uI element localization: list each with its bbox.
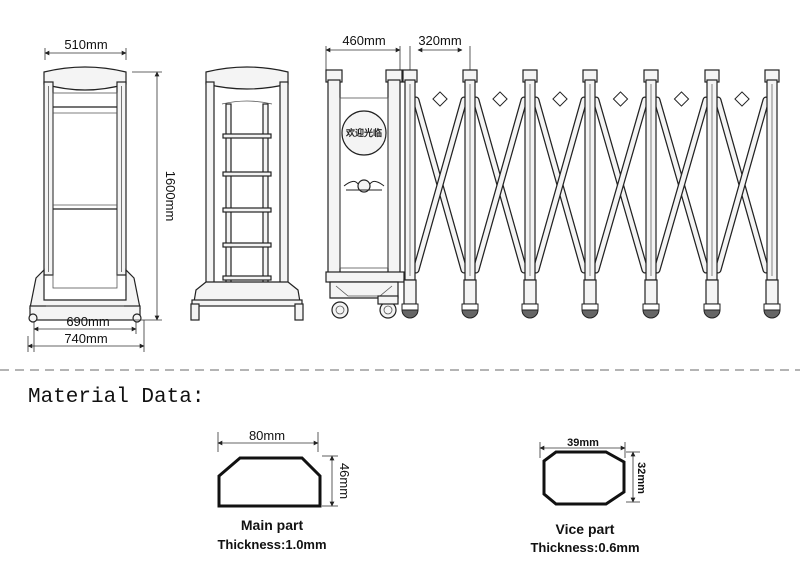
wheel-bracket [703, 303, 721, 311]
main-width-label: 80mm [249, 428, 285, 443]
wheel [763, 309, 781, 319]
wheel-bracket [763, 303, 781, 311]
front-width-inner-label: 690mm [66, 314, 109, 329]
wheel-housing [765, 279, 779, 305]
hinge-joint [432, 91, 448, 107]
wheel-housing [705, 279, 719, 305]
wheel-housing [523, 279, 537, 305]
front-height-label: 1600mm [163, 171, 178, 222]
front-width-outer-label: 740mm [64, 331, 107, 346]
wheel-bracket [642, 303, 660, 311]
wheel [703, 309, 721, 319]
vice-part-profile: 39mm 32mm Vice part Thickness:0.6mm [530, 437, 647, 555]
wheel-bracket [521, 303, 539, 311]
front-view: 510mm 1600mm 690mm 740mm [27, 37, 178, 352]
scissor-bar [654, 97, 709, 273]
wheel-bracket [581, 303, 599, 311]
vice-width-label: 39mm [567, 437, 599, 449]
front-width-top-label: 510mm [64, 37, 107, 52]
scissor-bar [533, 97, 587, 273]
main-height-label: 46mm [337, 463, 352, 499]
hinge-joint [552, 91, 568, 107]
gate-head-width-label: 460mm [342, 33, 385, 48]
wheel-housing [583, 279, 597, 305]
wheel-bracket [461, 303, 479, 311]
wheel [401, 309, 419, 319]
main-part-name: Main part [241, 517, 304, 533]
scissor-bar [593, 97, 648, 273]
vice-part-name: Vice part [556, 521, 615, 537]
wheel-bracket [401, 303, 419, 311]
material-heading: Material Data: [28, 386, 204, 409]
wheel [642, 309, 660, 319]
hinge-joint [673, 91, 690, 107]
wheel-housing [644, 279, 658, 305]
scissor-bar [413, 97, 467, 273]
main-part-thickness: Thickness:1.0mm [217, 537, 326, 552]
main-part-profile: 80mm 46mm Main part Thickness:1.0mm [217, 428, 352, 552]
telescopic-gate-view: 460mm 320mm 欢迎光临 [325, 33, 781, 319]
wheel [521, 309, 539, 319]
hinge-joint [612, 91, 629, 107]
side-view [190, 66, 304, 321]
wheel [461, 309, 479, 319]
wheel-housing [463, 279, 477, 305]
vice-height-label: 32mm [635, 462, 647, 494]
gate-section-width-label: 320mm [418, 33, 461, 48]
scissor-bar [473, 97, 527, 273]
scissor-bar [715, 97, 769, 273]
emblem-icon [343, 179, 385, 193]
vice-part-thickness: Thickness:0.6mm [530, 540, 639, 555]
welcome-sign-text: 欢迎光临 [345, 127, 382, 139]
wheel-housing [403, 279, 417, 305]
hinge-joint [492, 91, 508, 107]
hinge-joint [734, 91, 750, 107]
wheel [581, 309, 599, 319]
